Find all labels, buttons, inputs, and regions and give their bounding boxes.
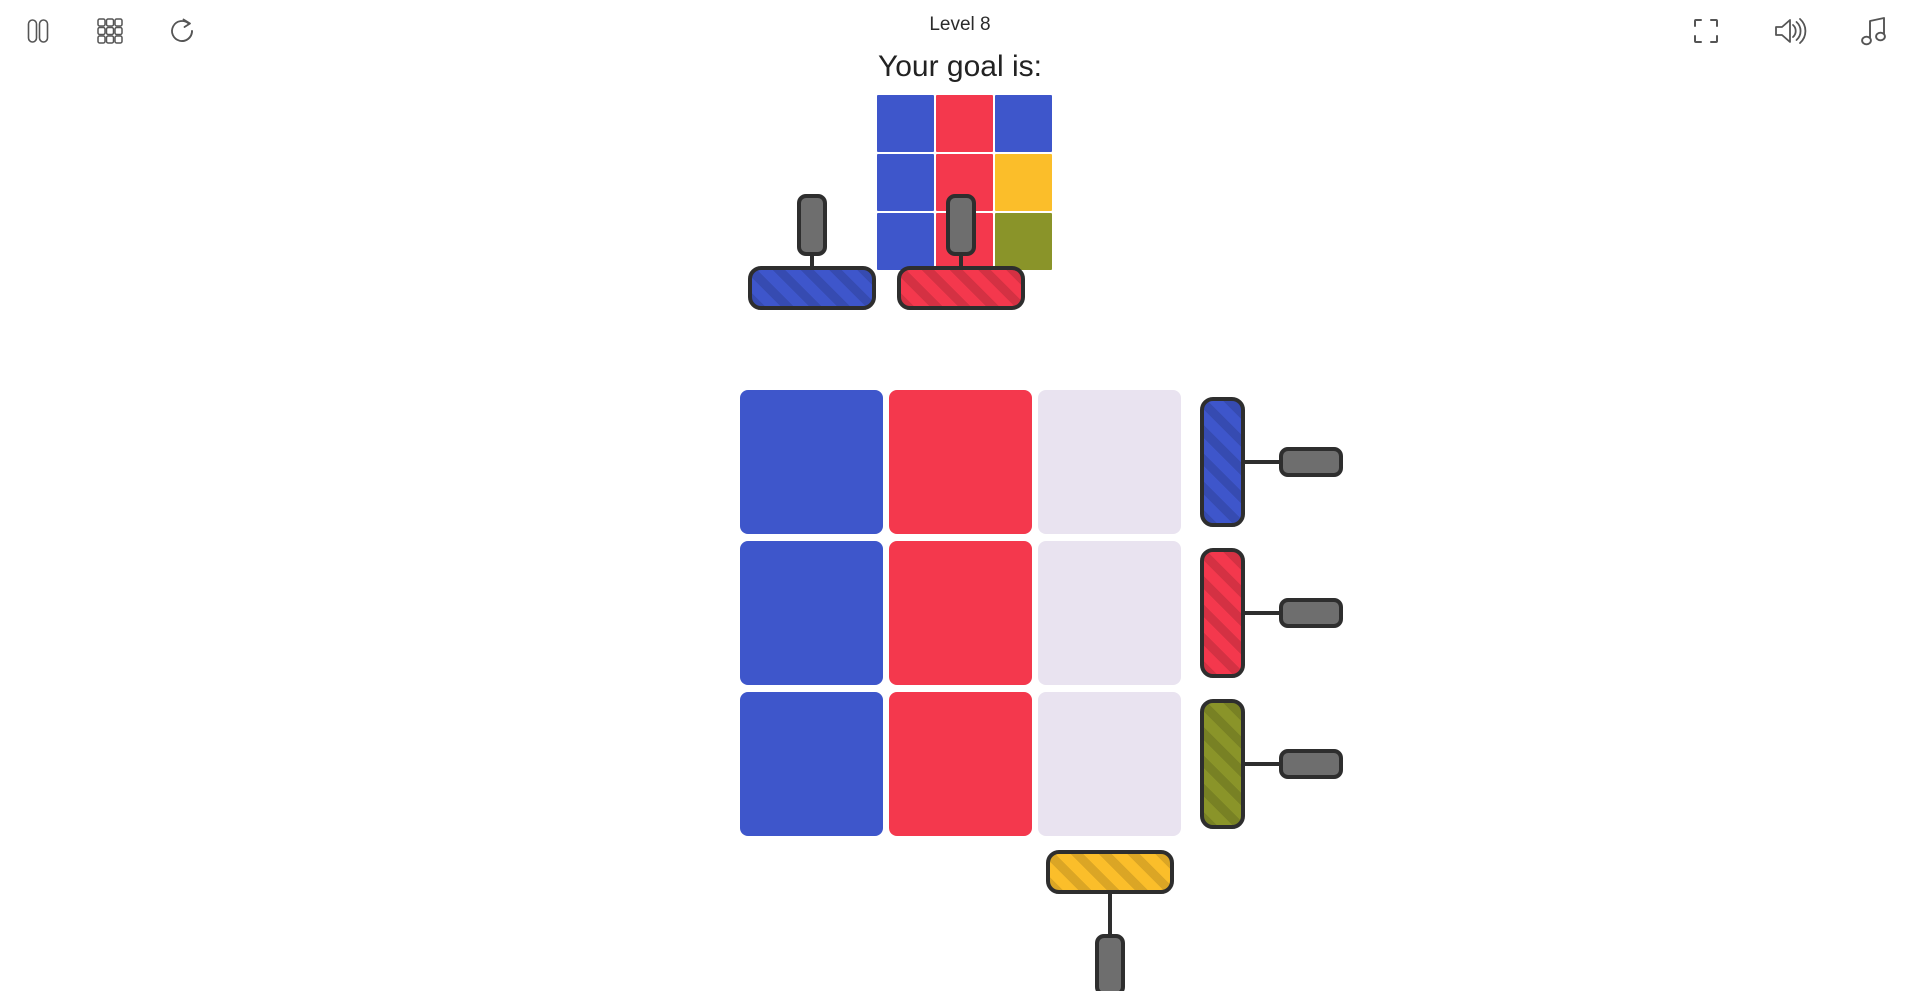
goal-cell-r1-c0 [877, 154, 934, 211]
goal-title: Your goal is: [877, 50, 1042, 83]
goal-cell-r1-c2 [995, 154, 1052, 211]
level-title: Level 8 [929, 14, 991, 35]
row-slider-red-handle[interactable] [1279, 597, 1343, 628]
row-slider-olive-stem [1245, 761, 1279, 766]
board-cell-r1-c0 [740, 541, 883, 685]
speaker-icon [1772, 15, 1808, 47]
col-slider-red[interactable] [896, 266, 1025, 310]
board-cell-r2-c1 [889, 692, 1032, 836]
goal-cell-r0-c2 [995, 95, 1052, 152]
fullscreen-button[interactable] [1684, 9, 1728, 53]
row-slider-blue-handle[interactable] [1279, 446, 1343, 477]
grid-icon [95, 16, 125, 46]
col-slider-red-handle[interactable] [945, 194, 976, 256]
music-note-icon [1858, 14, 1890, 48]
board-cell-r0-c1 [889, 390, 1032, 534]
game-board [740, 194, 1343, 991]
goal-cell-r0-c1 [936, 95, 993, 152]
restart-icon [166, 15, 198, 47]
col-slider-blue[interactable] [747, 266, 876, 310]
board-cell-r0-c0 [740, 390, 883, 534]
row-slider-blue[interactable] [1200, 396, 1245, 527]
board-cell-r2-c2 [1038, 692, 1181, 836]
levels-button[interactable] [88, 9, 132, 53]
goal-cell-r2-c2 [995, 213, 1052, 270]
board-cell-r1-c1 [889, 541, 1032, 685]
goal-grid [877, 95, 1052, 270]
music-button[interactable] [1852, 9, 1896, 53]
col-slider-yellow-handle[interactable] [1094, 934, 1125, 991]
col-slider-yellow[interactable] [1045, 850, 1174, 894]
fullscreen-icon [1689, 14, 1723, 48]
row-slider-olive[interactable] [1200, 698, 1245, 829]
row-slider-red[interactable] [1200, 547, 1245, 678]
restart-button[interactable] [160, 9, 204, 53]
toolbar-right [1684, 0, 1920, 62]
row-slider-blue-stem [1245, 459, 1279, 464]
sound-button[interactable] [1768, 9, 1812, 53]
pause-button[interactable] [16, 9, 60, 53]
col-slider-yellow-stem [1107, 894, 1112, 934]
toolbar-left [0, 0, 204, 62]
goal-cell-r0-c0 [877, 95, 934, 152]
board-cell-r2-c0 [740, 692, 883, 836]
row-slider-red-stem [1245, 610, 1279, 615]
board-cell-r1-c2 [1038, 541, 1181, 685]
goal-cell-r2-c0 [877, 213, 934, 270]
board-cell-r0-c2 [1038, 390, 1181, 534]
col-slider-blue-handle[interactable] [796, 194, 827, 256]
row-slider-olive-handle[interactable] [1279, 748, 1343, 779]
pause-icon [23, 16, 53, 46]
